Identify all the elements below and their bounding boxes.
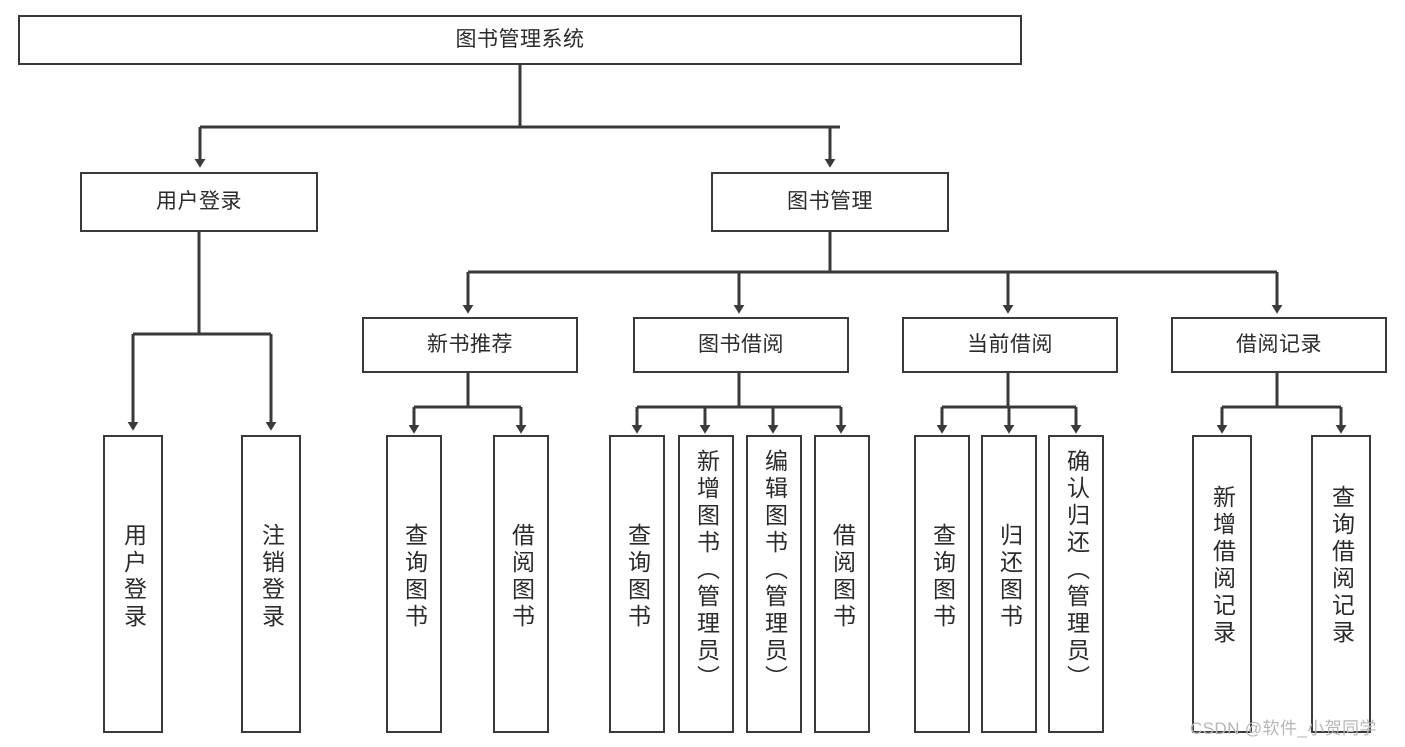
leaf-query-borrow-record[interactable]: 查询借阅记录: [1311, 435, 1371, 733]
node-book-borrow[interactable]: 图书借阅: [633, 317, 849, 373]
leaf-borrow-book-recommend-label: 借阅图书: [508, 523, 535, 631]
node-new-book-recommend[interactable]: 新书推荐: [362, 317, 578, 373]
node-borrow-records-label: 借阅记录: [1236, 333, 1322, 357]
leaf-query-book-recommend-label: 查询图书: [401, 523, 428, 631]
leaf-query-book-current-label: 查询图书: [929, 523, 956, 631]
leaf-edit-book-admin[interactable]: 编辑图书（管理员）: [746, 435, 802, 733]
leaf-user-login[interactable]: 用户登录: [103, 435, 163, 733]
leaf-logout[interactable]: 注销登录: [241, 435, 301, 733]
node-new-book-recommend-label: 新书推荐: [427, 333, 513, 357]
node-current-borrow-label: 当前借阅: [967, 333, 1053, 357]
node-user-login[interactable]: 用户登录: [80, 172, 318, 232]
leaf-return-book-label: 归还图书: [996, 523, 1023, 631]
node-book-management[interactable]: 图书管理: [711, 172, 949, 232]
leaf-query-book-borrow-label: 查询图书: [624, 523, 651, 631]
leaf-add-borrow-record[interactable]: 新增借阅记录: [1192, 435, 1252, 733]
leaf-user-login-label: 用户登录: [120, 523, 147, 631]
leaf-edit-book-admin-label: 编辑图书（管理员）: [761, 449, 788, 692]
leaf-add-book-admin[interactable]: 新增图书（管理员）: [678, 435, 734, 733]
node-root-label: 图书管理系统: [455, 28, 585, 52]
node-borrow-records[interactable]: 借阅记录: [1171, 317, 1387, 373]
leaf-query-book-recommend[interactable]: 查询图书: [386, 435, 442, 733]
leaf-query-borrow-record-label: 查询借阅记录: [1328, 485, 1355, 647]
leaf-return-book[interactable]: 归还图书: [981, 435, 1037, 733]
leaf-confirm-return-admin-label: 确认归还（管理员）: [1063, 449, 1090, 692]
node-book-management-label: 图书管理: [787, 190, 873, 214]
leaf-borrow-book-recommend[interactable]: 借阅图书: [493, 435, 549, 733]
leaf-borrow-book-label: 借阅图书: [829, 523, 856, 631]
leaf-confirm-return-admin[interactable]: 确认归还（管理员）: [1048, 435, 1104, 733]
node-current-borrow[interactable]: 当前借阅: [902, 317, 1118, 373]
node-book-borrow-label: 图书借阅: [698, 333, 784, 357]
csdn-watermark: CSDN @软件_小贺同学: [1190, 719, 1377, 738]
leaf-add-borrow-record-label: 新增借阅记录: [1209, 485, 1236, 647]
leaf-query-book-current[interactable]: 查询图书: [914, 435, 970, 733]
leaf-add-book-admin-label: 新增图书（管理员）: [693, 449, 720, 692]
leaf-borrow-book[interactable]: 借阅图书: [814, 435, 870, 733]
node-user-login-label: 用户登录: [156, 190, 242, 214]
node-root[interactable]: 图书管理系统: [18, 15, 1022, 65]
leaf-query-book-borrow[interactable]: 查询图书: [609, 435, 665, 733]
leaf-logout-label: 注销登录: [258, 523, 285, 631]
